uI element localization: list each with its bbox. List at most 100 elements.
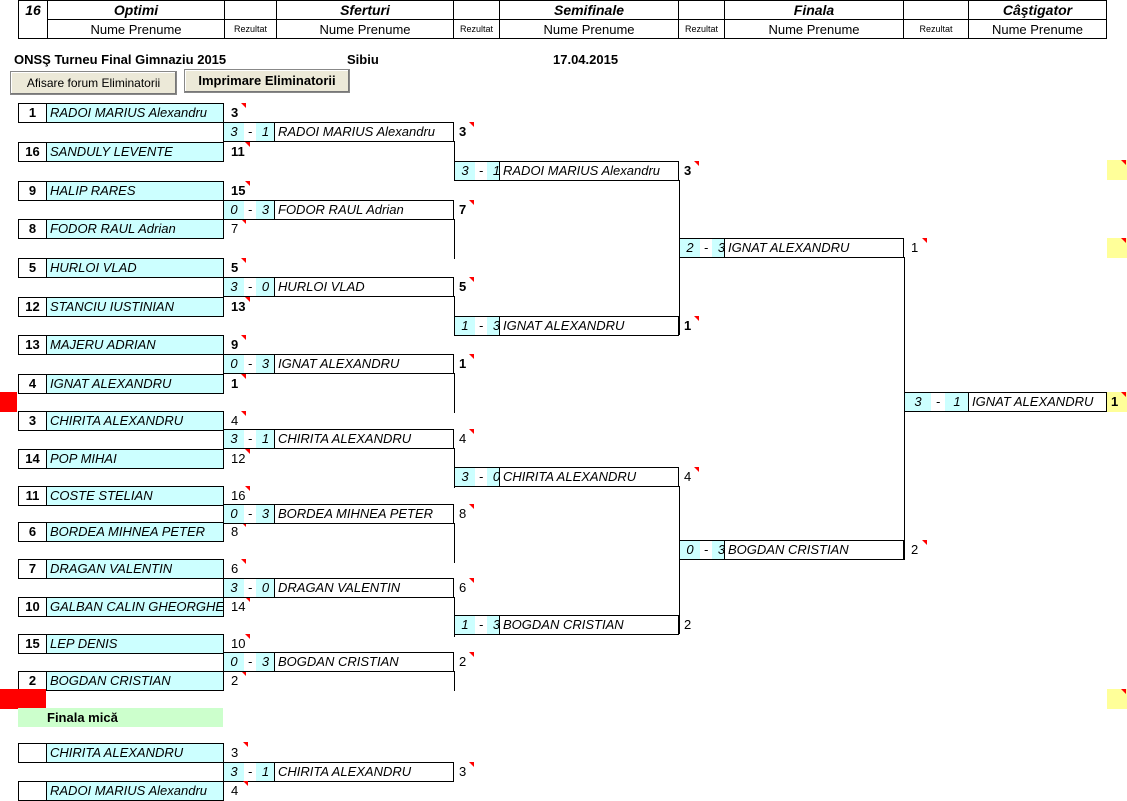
comment-marker (469, 354, 474, 359)
seed-number: 6 (18, 522, 47, 542)
header-finala-name: Nume Prenume (768, 22, 860, 37)
comment-marker (469, 578, 474, 583)
seed-number: 13 (18, 335, 47, 355)
show-eliminatorii-button[interactable]: Afisare forum Eliminatorii (10, 71, 177, 95)
player-result: 1 (231, 376, 239, 391)
bracket-line (454, 296, 455, 336)
player-result: 12 (231, 451, 246, 466)
player-name: STANCIU IUSTINIAN (46, 297, 224, 317)
comment-marker (241, 258, 246, 263)
score-b: 1 (945, 393, 969, 411)
player-result: 15 (231, 183, 246, 198)
player-name: HALIP RARES (46, 181, 224, 201)
header-optimi-cell: Optimi Nume Prenume (48, 1, 225, 38)
player-result: 3 (684, 163, 692, 178)
print-eliminatorii-button[interactable]: Imprimare Eliminatorii (184, 69, 350, 93)
score-a: 0 (224, 653, 244, 671)
seed-number: 16 (18, 142, 47, 162)
comment-marker (469, 504, 474, 509)
match-score: 3-0 (223, 277, 275, 297)
score-a: 0 (224, 505, 244, 523)
score-a: 3 (905, 393, 931, 411)
match-score: 3-0 (454, 467, 506, 487)
player-result: 1 (459, 356, 467, 371)
comment-marker (241, 671, 246, 676)
comment-marker (469, 200, 474, 205)
header-rezultat-4: Rezultat (919, 24, 953, 34)
player-result: 5 (231, 260, 239, 275)
bracket-line (454, 448, 455, 488)
seed-number: 10 (18, 597, 47, 617)
comment-marker (241, 103, 246, 108)
seed-number: 5 (18, 258, 47, 278)
player-result: 7 (231, 221, 239, 236)
comment-marker (694, 316, 699, 321)
comment-marker (469, 429, 474, 434)
score-a: 0 (224, 355, 244, 373)
winner-name: IGNAT ALEXANDRU (968, 392, 1107, 412)
seed-number: 12 (18, 297, 47, 317)
player-name: BOGDAN CRISTIAN (46, 671, 224, 691)
bracket-line (904, 257, 905, 412)
comment-marker (922, 540, 927, 545)
comment-marker (241, 219, 246, 224)
score-dash: - (247, 431, 253, 446)
comment-marker (1121, 238, 1126, 243)
seed-number: 11 (18, 486, 47, 506)
seed-number: 4 (18, 374, 47, 394)
header-sferturi: Sferturi (277, 1, 453, 20)
header-draw-size: 16 (25, 2, 41, 18)
header-semifinale-name: Nume Prenume (543, 22, 635, 37)
score-dash: - (247, 580, 253, 595)
player-name: COSTE STELIAN (46, 486, 224, 506)
seed-number: 1 (18, 103, 47, 123)
score-dash: - (247, 356, 253, 371)
bracket-line (454, 671, 455, 691)
player-name: FODOR RAUL Adrian (46, 219, 224, 239)
small-final-player-1: CHIRITA ALEXANDRU (46, 743, 224, 763)
header-rezultat-2: Rezultat (459, 24, 494, 34)
score-b: 0 (256, 278, 275, 296)
score-dash: - (478, 318, 484, 333)
comment-marker (469, 652, 474, 657)
player-name: DRAGAN VALENTIN (46, 559, 224, 579)
score-a: 1 (455, 317, 475, 335)
player-name: RADOI MARIUS Alexandru (274, 122, 454, 142)
header-sferturi-name: Nume Prenume (319, 22, 411, 37)
player-name: HURLOI VLAD (46, 258, 224, 278)
small-final-player-2: RADOI MARIUS Alexandru (46, 781, 224, 801)
score-b: 1 (256, 763, 275, 781)
score-b: 3 (256, 505, 275, 523)
comment-marker (469, 762, 474, 767)
player-name: SANDULY LEVENTE (46, 142, 224, 162)
comment-marker (245, 449, 250, 454)
match-score: 3-1 (223, 122, 275, 142)
comment-marker (922, 238, 927, 243)
seed-number: 9 (18, 181, 47, 201)
comment-marker (245, 297, 250, 302)
player-name: DRAGAN VALENTIN (274, 578, 454, 598)
seed-number: 7 (18, 559, 47, 579)
comment-marker (245, 142, 250, 147)
bracket-line (454, 141, 455, 181)
bracket-line (679, 486, 680, 634)
comment-marker (241, 374, 246, 379)
player-name: IGNAT ALEXANDRU (724, 238, 904, 258)
score-b: 1 (256, 430, 275, 448)
header-rez1-cell: Rezultat (225, 1, 277, 38)
player-result: 11 (231, 144, 245, 159)
header-rez4-cell: Rezultat (904, 1, 969, 38)
small-final-winner-result: 3 (459, 764, 467, 779)
bracket-line (454, 373, 455, 413)
header-sferturi-cell: Sferturi Nume Prenume (277, 1, 454, 38)
score-a: 2 (680, 239, 700, 257)
header-rez2-cell: Rezultat (454, 1, 500, 38)
player-result: 2 (459, 654, 467, 669)
header-rez3-cell: Rezultat (679, 1, 725, 38)
small-final-label: Finala mică (18, 708, 223, 727)
player-name: IGNAT ALEXANDRU (46, 374, 224, 394)
player-name: CHIRITA ALEXANDRU (499, 467, 679, 487)
player-result: 8 (459, 506, 467, 521)
header-rezultat-1: Rezultat (233, 24, 268, 34)
score-a: 3 (455, 162, 475, 180)
